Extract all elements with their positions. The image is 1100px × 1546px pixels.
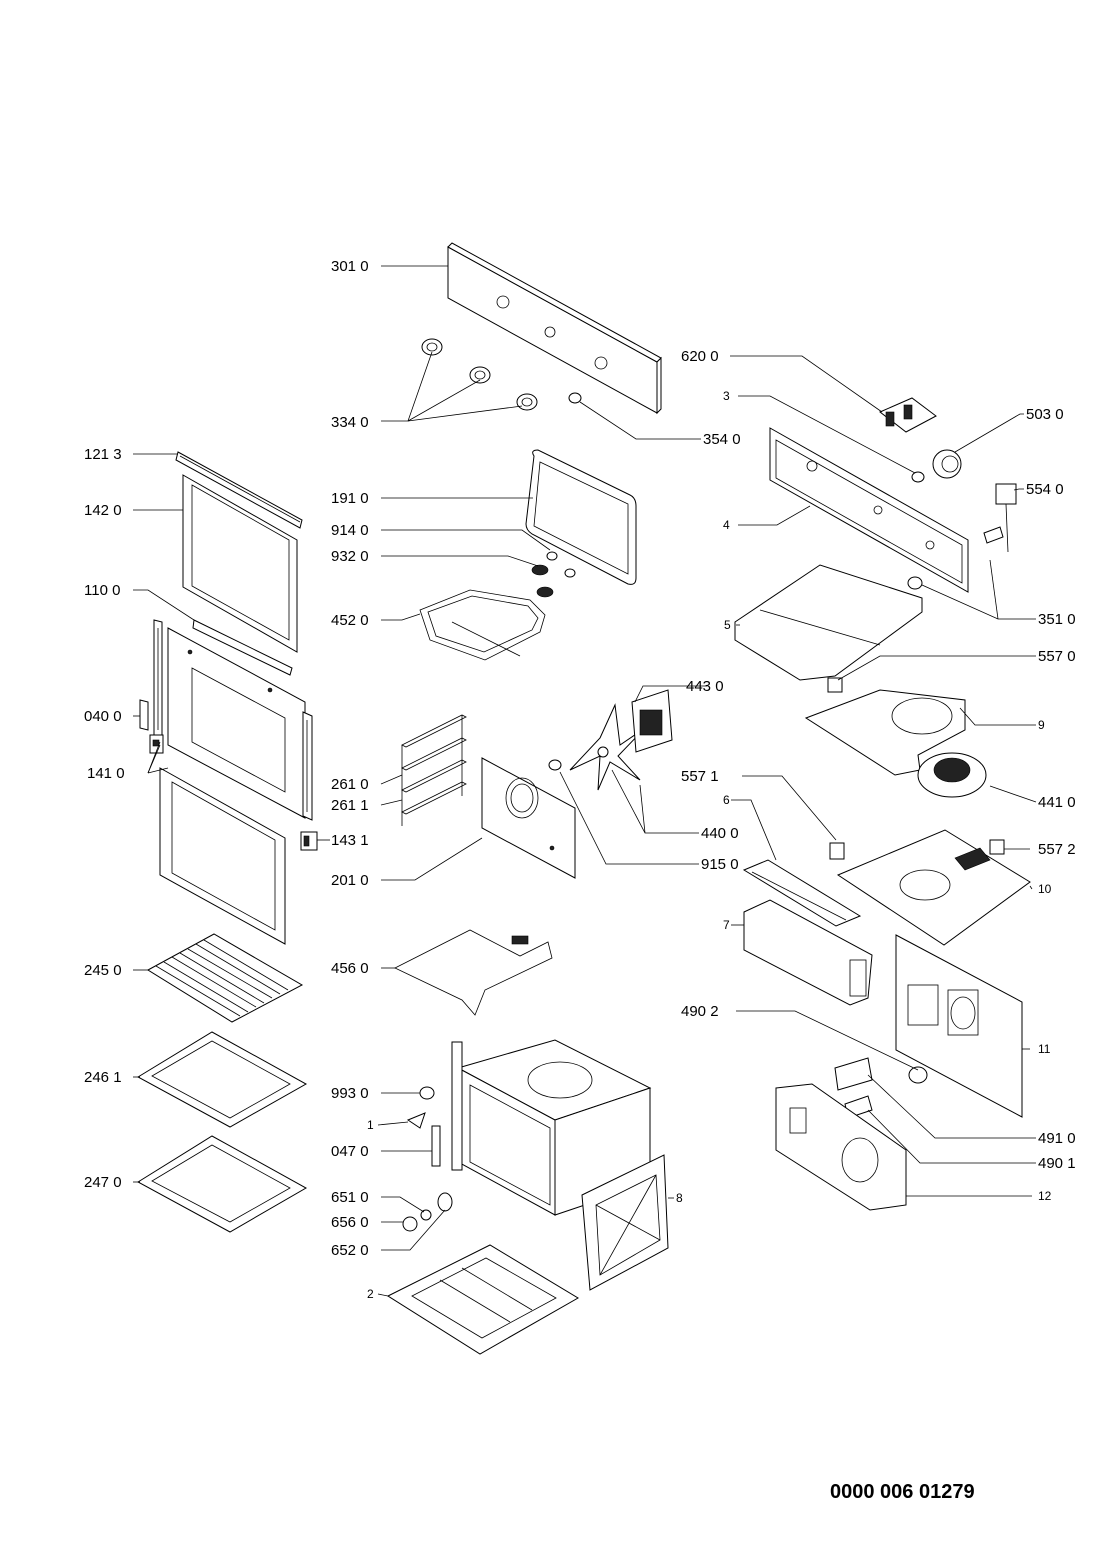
part-side-vent — [743, 899, 873, 1006]
callout-261-0: 261 0 — [331, 776, 369, 793]
callout-557-0: 557 0 — [1038, 648, 1076, 665]
callout-656-0: 656 0 — [331, 1214, 369, 1231]
callout-993-0: 993 0 — [331, 1085, 369, 1102]
callout-443-0: 443 0 — [686, 678, 724, 695]
callout-7: 7 — [723, 918, 730, 932]
callout-3: 3 — [723, 389, 730, 403]
callout-245-0: 245 0 — [84, 962, 122, 979]
part-washers — [531, 551, 576, 598]
callout-490-2: 490 2 — [681, 1003, 719, 1020]
part-fan-nut — [548, 759, 562, 771]
callout-10: 10 — [1038, 882, 1052, 896]
part-front-frame — [581, 1154, 669, 1291]
part-351 — [907, 576, 923, 590]
part-control-bracket — [769, 427, 969, 593]
callout-440-0: 440 0 — [701, 825, 739, 842]
callout-2: 2 — [367, 1287, 374, 1301]
part-rear-fan-cover — [481, 757, 576, 879]
callout-441-0: 441 0 — [1038, 794, 1076, 811]
callout-9: 9 — [1038, 718, 1045, 732]
part-fan-housing — [804, 689, 966, 776]
part-hinge — [139, 699, 164, 754]
callout-557-1: 557 1 — [681, 768, 719, 785]
part-thermostat — [983, 483, 1017, 553]
part-door-side-rails — [153, 619, 313, 821]
part-door-panel — [167, 627, 306, 819]
callout-554-0: 554 0 — [1026, 481, 1064, 498]
part-baking-tray — [136, 1031, 308, 1128]
callout-8: 8 — [676, 1191, 683, 1205]
callout-557-2: 557 2 — [1038, 841, 1076, 858]
callout-456-0: 456 0 — [331, 960, 369, 977]
callout-191-0: 191 0 — [331, 490, 369, 507]
part-door-clip — [300, 831, 318, 851]
part-door-handle — [192, 619, 293, 676]
callout-620-0: 620 0 — [681, 348, 719, 365]
part-grill-element — [419, 589, 546, 661]
callout-351-0: 351 0 — [1038, 611, 1076, 628]
callout-652-0: 652 0 — [331, 1242, 369, 1259]
part-front-strip — [742, 859, 862, 927]
callout-4: 4 — [723, 518, 730, 532]
part-thermal-cutout — [827, 677, 843, 693]
part-terminal-block — [879, 397, 937, 433]
callout-11: 11 — [1038, 1042, 1051, 1056]
callout-301-0: 301 0 — [331, 258, 369, 275]
part-button — [568, 392, 582, 404]
callout-201-0: 201 0 — [331, 872, 369, 889]
callout-932-0: 932 0 — [331, 548, 369, 565]
callout-040-0: 040 0 — [84, 708, 122, 725]
part-inner-door-glass — [159, 767, 286, 945]
callout-503-0: 503 0 — [1026, 406, 1064, 423]
part-shelf-supports — [401, 714, 467, 826]
callout-6: 6 — [723, 793, 730, 807]
callout-261-1: 261 1 — [331, 797, 369, 814]
part-deep-tray — [137, 1135, 308, 1233]
document-number: 0000 006 01279 — [830, 1481, 975, 1503]
part-lamp-assembly — [402, 1086, 453, 1232]
callout-246-1: 246 1 — [84, 1069, 122, 1086]
callout-651-0: 651 0 — [331, 1189, 369, 1206]
callout-354-0: 354 0 — [703, 431, 741, 448]
callout-452-0: 452 0 — [331, 612, 369, 629]
part-bottom-element — [394, 929, 553, 1016]
callout-5: 5 — [724, 618, 731, 632]
callout-142-0: 142 0 — [84, 502, 122, 519]
part-back-cover — [775, 1083, 907, 1211]
leader-lines — [133, 265, 1037, 1297]
callout-247-0: 247 0 — [84, 1174, 122, 1191]
part-top-panel — [836, 829, 1031, 946]
callout-143-1: 143 1 — [331, 832, 369, 849]
part-control-housing — [734, 564, 923, 681]
part-fan-motor — [631, 689, 673, 753]
part-door-top-strip — [175, 451, 303, 529]
part-wire-rack — [147, 933, 304, 1023]
part-control-panel — [447, 242, 662, 415]
callout-047-0: 047 0 — [331, 1143, 369, 1160]
callout-490-1: 490 1 — [1038, 1155, 1076, 1172]
callout-915-0: 915 0 — [701, 856, 739, 873]
part-bottom-plate — [386, 1244, 579, 1355]
part-knobs — [421, 338, 538, 411]
part-fan-blade — [569, 703, 646, 791]
callout-334-0: 334 0 — [331, 414, 369, 431]
callout-141-0: 141 0 — [87, 765, 125, 782]
part-rear-panel — [895, 934, 1023, 1118]
part-timer — [932, 449, 962, 479]
part-door-glass — [182, 474, 298, 653]
part-door-gasket — [525, 449, 637, 585]
part-thermal-switches — [829, 839, 1005, 860]
callout-1: 1 — [367, 1118, 374, 1132]
part-cooling-fan — [917, 752, 987, 798]
callout-12: 12 — [1038, 1189, 1052, 1203]
callout-110-0: 110 0 — [84, 582, 120, 599]
callout-121-3: 121 3 — [84, 446, 122, 463]
part-electrical-parts — [834, 1057, 928, 1119]
callout-914-0: 914 0 — [331, 522, 369, 539]
callout-491-0: 491 0 — [1038, 1130, 1076, 1147]
part-indicator-lamp — [911, 471, 925, 483]
callout-labels: 301 0 620 0 3 503 0 334 0 354 0 121 3 55… — [84, 258, 1076, 1301]
